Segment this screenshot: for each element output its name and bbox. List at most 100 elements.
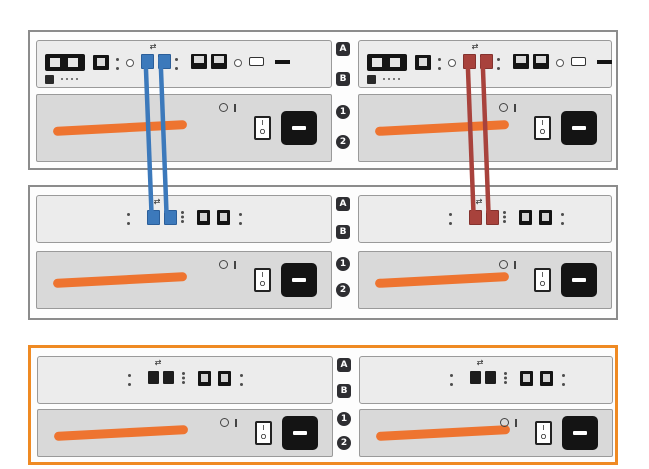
indicator-dots — [128, 374, 131, 386]
iom-a-canister: ⇄ — [36, 195, 332, 243]
psu-indicators — [499, 260, 516, 269]
sas-port-2 — [486, 210, 499, 225]
power-inlet — [282, 416, 318, 450]
sas-port-1 — [469, 210, 482, 225]
power-switch: I O — [534, 116, 551, 140]
sas-link-icon: ⇄ — [149, 42, 157, 51]
expansion-shelf-2-highlighted: ⇄ ⇄ A B — [28, 345, 618, 465]
attention-led — [235, 418, 237, 427]
sas-expansion-ports-b — [463, 54, 493, 69]
psu-1-badge: 1 — [336, 257, 350, 271]
sas-port-2 — [164, 210, 177, 225]
attention-led — [515, 418, 517, 427]
sas-port-1 — [470, 371, 481, 384]
indicator-dots — [562, 374, 565, 386]
power-supply-left: I O — [37, 409, 333, 457]
switch-on-mark: I — [541, 271, 544, 279]
switch-off-mark: O — [540, 433, 547, 441]
sas-in-ports — [148, 371, 174, 384]
switch-off-mark: O — [539, 128, 546, 136]
sas-out-port-2 — [539, 210, 552, 225]
power-led — [219, 103, 228, 112]
indicator-dots — [175, 58, 178, 70]
sas-in-ports — [469, 210, 499, 225]
switch-on-mark: I — [262, 424, 265, 432]
power-inlet — [561, 263, 597, 297]
sas-link-icon: ⇄ — [476, 358, 484, 367]
indicator-dots — [561, 213, 564, 225]
label-chip — [45, 75, 54, 84]
power-switch: I O — [535, 421, 552, 445]
indicator-dots — [239, 213, 242, 225]
indicator-leds — [61, 78, 63, 80]
power-led — [220, 418, 229, 427]
psu-release-latch — [52, 119, 188, 137]
reset-button — [234, 59, 242, 67]
psu-indicators — [219, 260, 236, 269]
power-inlet — [561, 111, 597, 145]
reset-button — [126, 59, 134, 67]
sas-out-port-2 — [218, 371, 231, 386]
indicator-dots — [182, 372, 185, 384]
sas-port-2 — [158, 54, 171, 69]
indicator-dots — [240, 374, 243, 386]
psu-indicators — [219, 103, 236, 112]
switch-off-mark: O — [259, 280, 266, 288]
indicator-dots — [449, 213, 452, 225]
sas-link-icon: ⇄ — [154, 358, 162, 367]
switch-on-mark: I — [261, 271, 264, 279]
power-led — [499, 260, 508, 269]
power-supply-left: I O — [36, 94, 332, 162]
psu-2-badge: 2 — [336, 135, 350, 149]
console-port — [597, 60, 612, 64]
power-switch: I O — [254, 268, 271, 292]
power-inlet — [562, 416, 598, 450]
indicator-dots — [450, 374, 453, 386]
controller-a-badge: A — [336, 42, 350, 56]
attention-led — [234, 103, 236, 112]
power-led — [499, 103, 508, 112]
indicator-dots — [127, 213, 130, 225]
iom-a-badge: A — [337, 358, 351, 372]
sas-in-ports — [147, 210, 177, 225]
attention-led — [234, 260, 236, 269]
sas-port-1 — [148, 371, 159, 384]
console-port — [275, 60, 290, 64]
sas-port-1 — [463, 54, 476, 69]
iom-a-badge: A — [336, 197, 350, 211]
psu-indicators — [220, 418, 237, 427]
ethernet-port-2 — [533, 54, 549, 69]
ethernet-port-1 — [513, 54, 529, 69]
sas-in-ports — [470, 371, 496, 384]
iom-b-canister: ⇄ — [358, 195, 612, 243]
psu-indicators — [500, 418, 517, 427]
sas-port-2 — [163, 371, 174, 384]
psu-1-badge: 1 — [337, 412, 351, 426]
switch-on-mark: I — [541, 119, 544, 127]
reset-button — [556, 59, 564, 67]
power-inlet — [281, 263, 317, 297]
attention-led — [514, 260, 516, 269]
indicator-dots — [116, 58, 119, 70]
label-chip — [367, 75, 376, 84]
psu-release-latch — [375, 424, 511, 442]
sas-link-icon: ⇄ — [153, 197, 161, 206]
sas-out-port-1 — [519, 210, 532, 225]
sas-expansion-ports-a — [141, 54, 171, 69]
sas-out-port-1 — [197, 210, 210, 225]
controller-a-canister: ⇄ — [36, 40, 332, 88]
psu-release-latch — [374, 119, 510, 137]
switch-off-mark: O — [539, 280, 546, 288]
power-inlet — [281, 111, 317, 145]
switch-off-mark: O — [259, 128, 266, 136]
micro-usb-port — [571, 57, 586, 66]
ethernet-port-2 — [211, 54, 227, 69]
sas-out-port-1 — [198, 371, 211, 386]
iom-b-canister: ⇄ — [359, 356, 613, 404]
psu-2-badge: 2 — [336, 283, 350, 297]
switch-off-mark: O — [260, 433, 267, 441]
power-switch: I O — [534, 268, 551, 292]
power-led — [500, 418, 509, 427]
power-supply-right: I O — [358, 251, 612, 309]
sas-link-icon: ⇄ — [475, 197, 483, 206]
